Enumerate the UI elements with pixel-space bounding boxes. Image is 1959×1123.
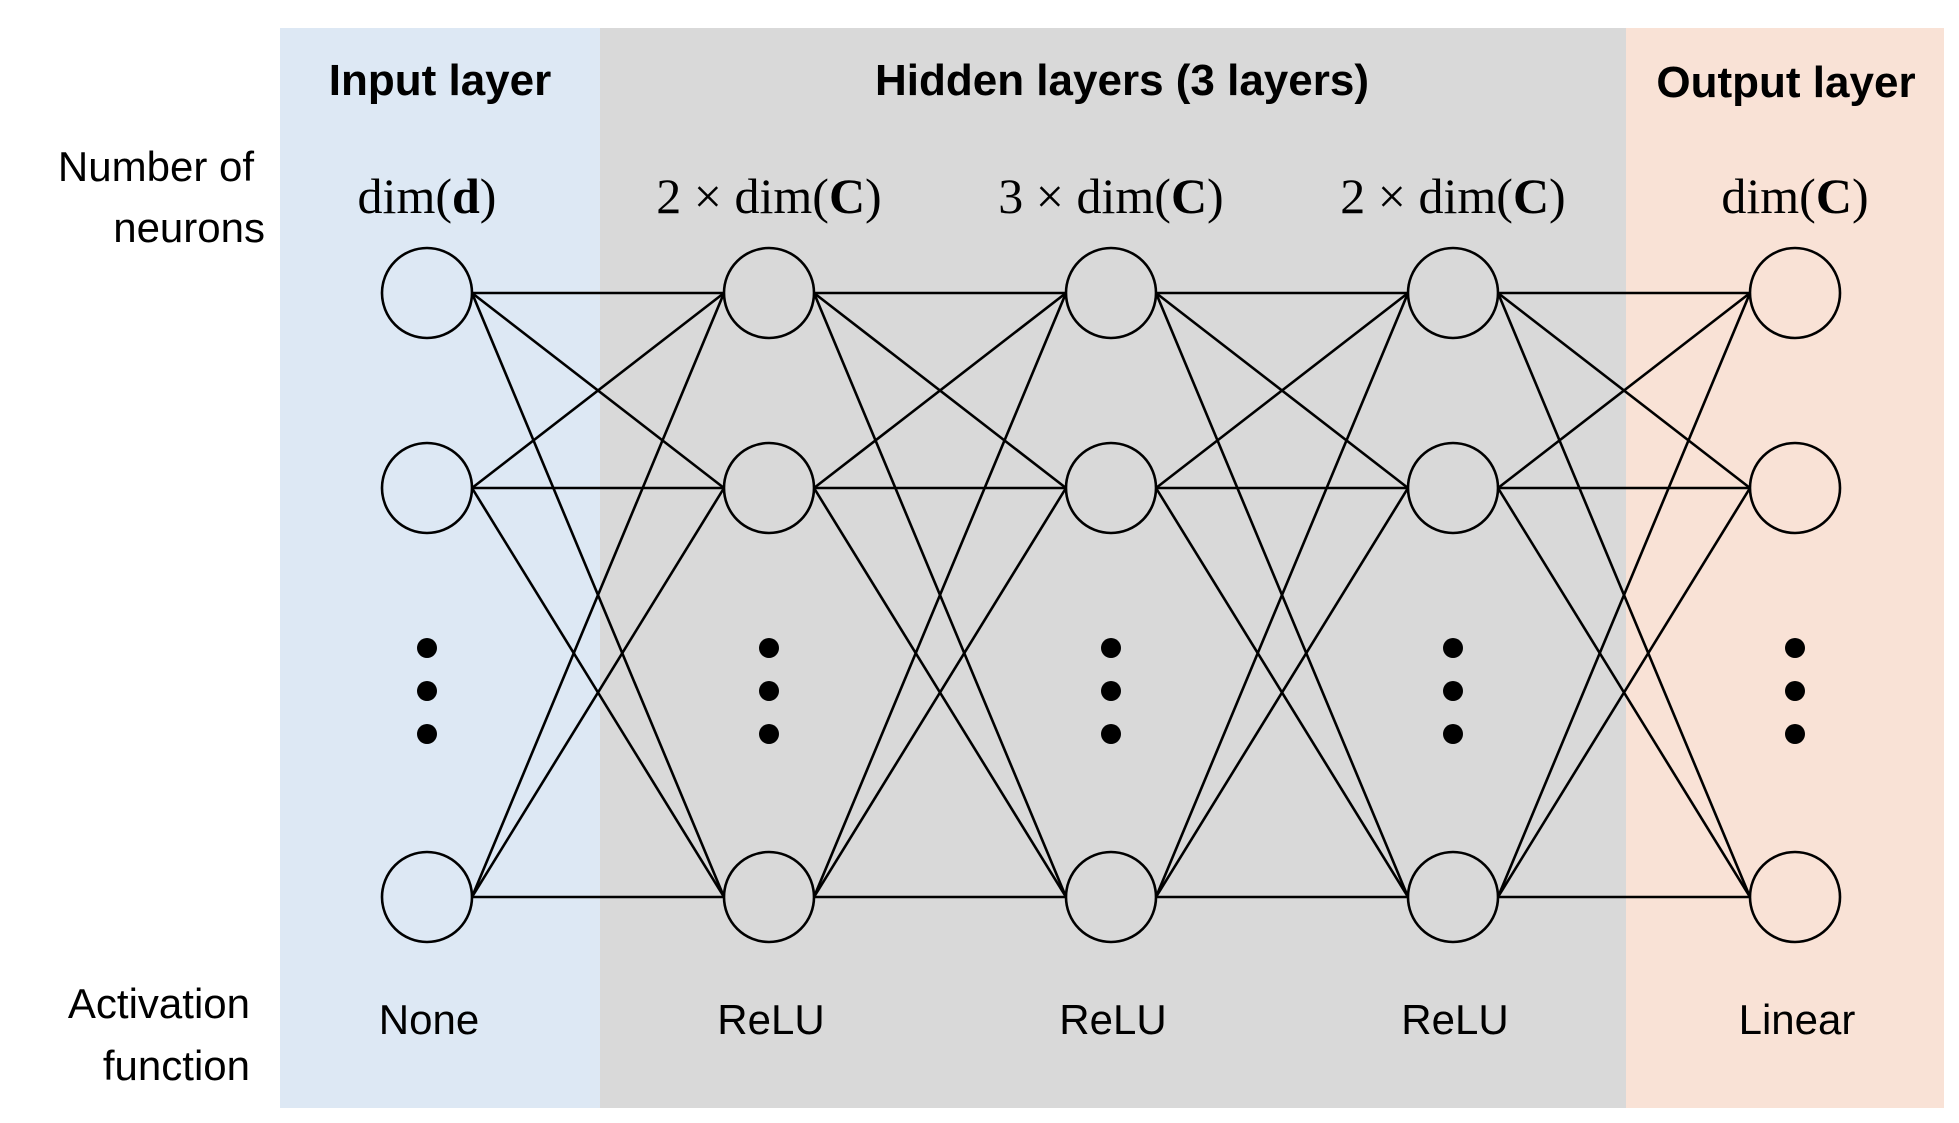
neuron (1064, 441, 1158, 535)
neuron-count-suffix: ) (865, 168, 882, 224)
neuron-count-suffix: ) (1549, 168, 1566, 224)
connection-line (471, 291, 725, 490)
neuron (1748, 246, 1842, 340)
activation-label: ReLU (1059, 996, 1166, 1043)
ellipsis-dot (417, 724, 437, 744)
ellipsis-dot (1101, 724, 1121, 744)
activation-label: ReLU (717, 996, 824, 1043)
ellipsis-dot (759, 638, 779, 658)
neuron-count-symbol: d (452, 168, 480, 224)
neurons (380, 246, 1842, 944)
row-label-neurons-line1: Number of (58, 143, 254, 190)
neuron-count-suffix: ) (1852, 168, 1869, 224)
ellipsis-dot (759, 681, 779, 701)
neuron (722, 441, 816, 535)
ellipsis-dot (1785, 638, 1805, 658)
neuron-count-label: 2 × dim(C) (656, 168, 881, 224)
connections (470, 291, 1752, 899)
neuron (1064, 246, 1158, 340)
connection-line (1496, 292, 1752, 898)
neuron-count-symbol: C (1171, 168, 1207, 224)
neuron-count-prefix: dim( (358, 168, 452, 224)
connection-line (470, 292, 726, 898)
connection-line (812, 292, 1068, 898)
input-layer-title: Input layer (329, 56, 552, 105)
neuron (380, 850, 474, 944)
neuron (1406, 850, 1500, 944)
ellipsis-dot (1785, 681, 1805, 701)
neuron-count-label: dim(C) (1721, 168, 1868, 224)
neuron (1406, 441, 1500, 535)
ellipsis-dot (1443, 638, 1463, 658)
connection-line (812, 487, 1068, 898)
connection-line (1155, 291, 1409, 490)
neuron (722, 246, 816, 340)
neuron-count-prefix: dim( (1721, 168, 1815, 224)
connection-line (1154, 487, 1410, 898)
row-label-activation-line1: Activation (68, 980, 250, 1027)
neuron-count-label: dim(d) (358, 168, 497, 224)
neuron (380, 246, 474, 340)
hidden-layers-title: Hidden layers (3 layers) (875, 56, 1369, 105)
connection-line (470, 487, 726, 898)
neuron (1064, 850, 1158, 944)
row-label-activation-line2: function (103, 1042, 250, 1089)
activation-label: ReLU (1401, 996, 1508, 1043)
hidden-layers-section (600, 28, 1626, 1108)
output-layer-title: Output layer (1656, 58, 1915, 107)
activation-labels: None ReLU ReLU ReLU Linear (379, 996, 1856, 1043)
neuron-count-symbol: C (1816, 168, 1852, 224)
input-layer-section (280, 28, 600, 1108)
connection-line (813, 291, 1067, 490)
ellipsis-dot (1443, 681, 1463, 701)
neuron-count-symbol: C (829, 168, 865, 224)
neuron-count-prefix: 2 × dim( (656, 168, 829, 224)
ellipsis-dot (1443, 724, 1463, 744)
neuron (1748, 441, 1842, 535)
neuron-count-suffix: ) (1207, 168, 1224, 224)
ellipsis-dot (759, 724, 779, 744)
neuron-count-labels: dim(d)2 × dim(C)3 × dim(C)2 × dim(C)dim(… (358, 168, 1869, 224)
neuron (1748, 850, 1842, 944)
connection-line (1496, 487, 1752, 898)
neuron-count-suffix: ) (480, 168, 497, 224)
ellipsis-dot (1785, 724, 1805, 744)
neuron (380, 441, 474, 535)
neuron-count-prefix: 2 × dim( (1340, 168, 1513, 224)
activation-label: Linear (1739, 996, 1856, 1043)
neuron-count-symbol: C (1513, 168, 1549, 224)
ellipsis-dots (417, 638, 1805, 744)
neuron-count-label: 3 × dim(C) (998, 168, 1223, 224)
ellipsis-dot (417, 638, 437, 658)
connection-line (1497, 291, 1751, 490)
ellipsis-dot (1101, 681, 1121, 701)
neuron-count-label: 2 × dim(C) (1340, 168, 1565, 224)
row-label-neurons-line2: neurons (113, 204, 265, 251)
output-layer-section (1626, 28, 1944, 1108)
neuron-count-prefix: 3 × dim( (998, 168, 1171, 224)
neuron (1406, 246, 1500, 340)
neuron (722, 850, 816, 944)
ellipsis-dot (417, 681, 437, 701)
activation-label: None (379, 996, 479, 1043)
ellipsis-dot (1101, 638, 1121, 658)
connection-line (1154, 292, 1410, 898)
